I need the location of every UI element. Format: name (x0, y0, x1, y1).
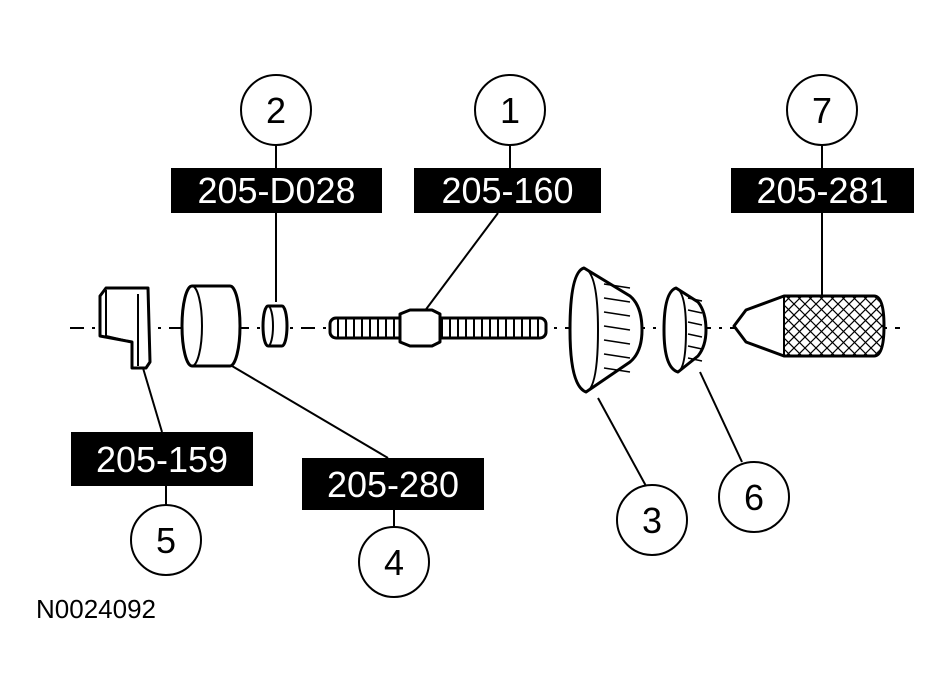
callout-6: 6 (718, 461, 790, 533)
tool-number-205-159: 205-159 (96, 439, 228, 480)
part-205-d028-spacer (261, 304, 289, 348)
tool-label-205-281: 205-281 (731, 168, 914, 213)
callout-3: 3 (616, 484, 688, 556)
callout-5: 5 (130, 504, 202, 576)
tool-label-205-d028: 205-D028 (171, 168, 382, 213)
part-bearing-cone (662, 286, 708, 374)
callout-number-4: 4 (384, 542, 404, 583)
leader-lines (142, 145, 823, 527)
tool-label-205-159: 205-159 (71, 432, 253, 486)
tool-number-205-160: 205-160 (441, 170, 573, 211)
callout-number-1: 1 (500, 90, 520, 131)
part-205-280-sleeve (180, 284, 242, 368)
tool-number-205-d028: 205-D028 (197, 170, 355, 211)
tool-number-205-281: 205-281 (756, 170, 888, 211)
tool-number-205-280: 205-280 (327, 464, 459, 505)
part-205-281-handle (732, 294, 886, 358)
callout-number-2: 2 (266, 90, 286, 131)
callout-7: 7 (786, 74, 858, 146)
callout-number-6: 6 (744, 477, 764, 518)
figure-id: N0024092 (36, 594, 156, 624)
callout-2: 2 (240, 74, 312, 146)
part-205-160-forcing-screw (328, 308, 548, 348)
part-bearing-cup (568, 266, 644, 394)
callout-1: 1 (474, 74, 546, 146)
callout-4: 4 (358, 526, 430, 598)
tool-label-205-160: 205-160 (414, 168, 601, 213)
tool-label-205-280: 205-280 (302, 458, 484, 510)
callout-number-7: 7 (812, 90, 832, 131)
part-205-159-adapter (98, 286, 152, 370)
callout-number-3: 3 (642, 500, 662, 541)
callout-number-5: 5 (156, 520, 176, 561)
